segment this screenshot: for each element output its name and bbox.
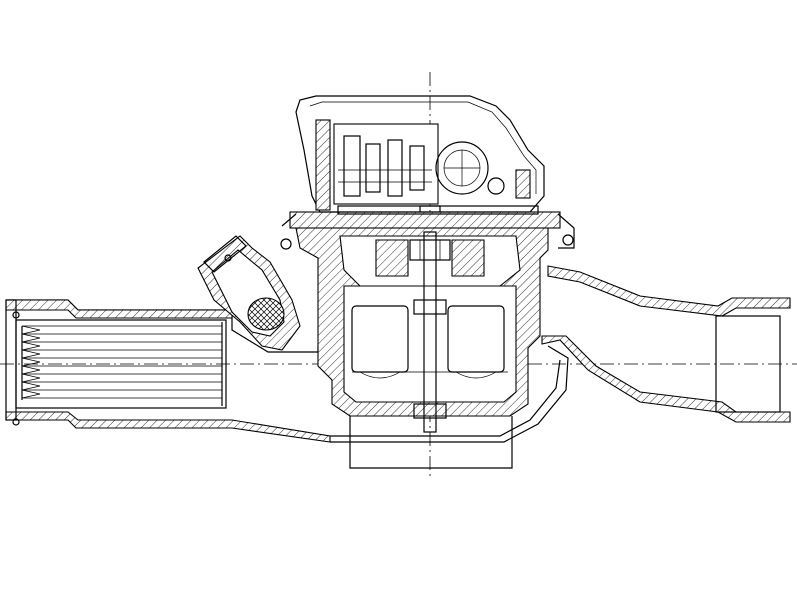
spindle-coupling bbox=[409, 239, 451, 261]
valve-cap-screw bbox=[224, 254, 232, 262]
register-base-plate bbox=[337, 205, 539, 215]
register-lugs bbox=[281, 213, 575, 249]
inlet-bolt-bottom bbox=[12, 418, 20, 426]
outlet-pipe bbox=[330, 265, 791, 443]
bypass-lower-contour bbox=[330, 359, 561, 437]
inlet-upper-wall-section bbox=[5, 299, 233, 319]
spindle-shaft bbox=[423, 231, 437, 433]
spindle-nut-upper bbox=[413, 299, 447, 315]
check-valve-branch bbox=[197, 235, 301, 351]
inlet-pipe bbox=[5, 299, 331, 443]
right-boss-section bbox=[451, 239, 485, 277]
valve-cap bbox=[203, 235, 247, 273]
lug-hole-left bbox=[280, 238, 292, 250]
lug-hole-right bbox=[562, 234, 574, 246]
spindle-nut-lower bbox=[413, 403, 447, 419]
bypass-outer-contour bbox=[330, 345, 569, 443]
register-side-wall-right bbox=[515, 169, 531, 199]
outlet-bore bbox=[715, 315, 781, 413]
measuring-chamber bbox=[343, 285, 517, 403]
inlet-bolt-top bbox=[12, 311, 20, 319]
upper-chamber-cavity bbox=[339, 235, 521, 287]
register-head bbox=[280, 95, 575, 250]
counter-mechanism-housing bbox=[333, 123, 439, 205]
check-ball bbox=[247, 297, 285, 331]
counter-gears bbox=[338, 135, 432, 197]
outlet-upper-wall-section bbox=[547, 265, 791, 317]
register-side-wall-left bbox=[315, 119, 331, 211]
turbine-vanes bbox=[351, 305, 508, 379]
meter-body bbox=[295, 227, 549, 469]
outlet-lower-wall-section bbox=[541, 335, 791, 423]
inlet-lower-wall-section bbox=[5, 411, 331, 443]
strainer-housing bbox=[15, 319, 227, 409]
dial-wheel bbox=[435, 141, 489, 195]
lid-inner-line bbox=[309, 101, 537, 194]
register-lid bbox=[295, 95, 545, 213]
pointer-pivot bbox=[487, 177, 505, 195]
left-boss-section bbox=[375, 239, 409, 277]
strainer-screen bbox=[21, 322, 223, 406]
